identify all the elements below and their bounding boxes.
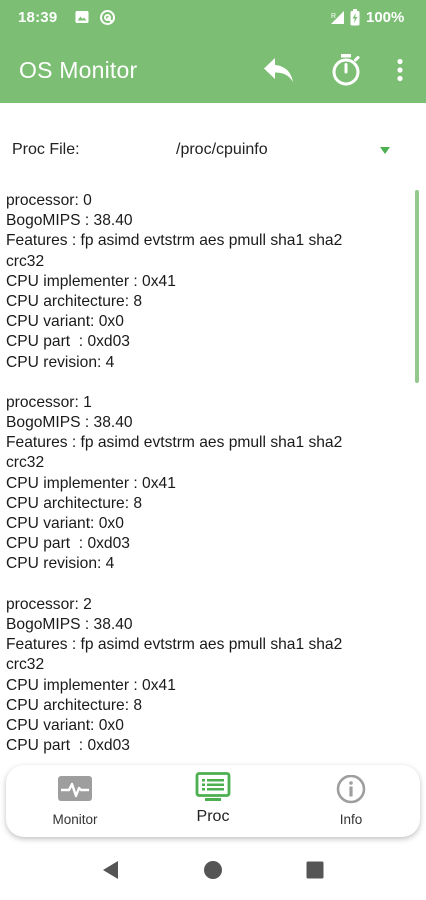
system-back-button[interactable] — [99, 858, 123, 882]
proc-line: CPU revision: 4 — [6, 353, 115, 371]
proc-line: crc32 — [6, 252, 45, 270]
proc-line: BogoMIPS : 38.40 — [6, 212, 133, 230]
proc-line: CPU implementer : 0x41 — [6, 474, 176, 492]
proc-line: CPU variant: 0x0 — [6, 515, 124, 532]
info-icon — [336, 775, 366, 804]
blank-line — [6, 575, 342, 595]
proc-file-label: Proc File: — [12, 141, 80, 158]
nav-item-monitor[interactable]: Monitor — [6, 765, 144, 837]
proc-line: CPU architecture: 8 — [6, 494, 143, 512]
back-triangle-icon — [103, 861, 118, 879]
proc-line: Features : fp asimd evtstrm aes pmull sh… — [6, 636, 343, 654]
recents-square-icon — [306, 861, 324, 879]
more-vert-icon — [397, 58, 403, 82]
nav-label-proc: Proc — [196, 808, 230, 825]
proc-line: CPU revision: 4 — [6, 555, 115, 573]
proc-line: CPU architecture: 8 — [6, 696, 143, 714]
blank-line — [6, 373, 342, 393]
timer-icon — [332, 54, 360, 86]
svg-text:R: R — [331, 13, 336, 20]
signal-icon: R — [331, 11, 344, 24]
nav-item-info[interactable]: Info — [282, 765, 420, 837]
proc-line: CPU implementer : 0x41 — [6, 272, 176, 290]
app-title: OS Monitor — [19, 57, 138, 83]
proc-line: CPU implementer : 0x41 — [6, 676, 176, 694]
sync-notification-icon — [100, 10, 115, 25]
proc-line: crc32 — [6, 656, 45, 674]
dropdown-arrow-icon — [380, 147, 390, 154]
proc-line: CPU variant: 0x0 — [6, 716, 124, 734]
nav-item-proc[interactable]: Proc — [144, 765, 282, 837]
more-options-button[interactable] — [380, 50, 420, 90]
proc-line: processor: 2 — [6, 595, 92, 613]
battery-percentage: 100% — [366, 9, 405, 26]
battery-charging-icon — [350, 9, 360, 26]
status-time: 18:39 — [18, 9, 58, 26]
monitor-heartbeat-icon — [58, 776, 92, 801]
proc-line: processor: 1 — [6, 393, 92, 411]
proc-list-icon — [195, 772, 231, 801]
proc-line: processor: 0 — [6, 192, 92, 209]
proc-line: CPU part : 0xd03 — [6, 333, 130, 351]
proc-line: CPU part : 0xd03 — [6, 737, 130, 755]
bottom-navigation: Monitor Proc Info — [6, 765, 420, 837]
proc-line: CPU variant: 0x0 — [6, 313, 124, 331]
proc-file-row: Proc File: /proc/cpuinfo — [0, 130, 426, 170]
timer-button[interactable] — [326, 50, 366, 90]
system-home-button[interactable] — [201, 858, 225, 882]
proc-line: Features : fp asimd evtstrm aes pmull sh… — [6, 232, 343, 250]
content-scrollbar[interactable] — [415, 190, 419, 383]
back-button[interactable] — [259, 50, 299, 90]
proc-line: BogoMIPS : 38.40 — [6, 414, 133, 432]
system-recents-button[interactable] — [303, 858, 327, 882]
system-navigation-bar — [0, 840, 426, 900]
proc-file-dropdown[interactable]: /proc/cpuinfo — [150, 130, 400, 170]
proc-line: CPU part : 0xd03 — [6, 535, 130, 553]
proc-line: Features : fp asimd evtstrm aes pmull sh… — [6, 434, 343, 452]
home-circle-icon — [204, 861, 222, 879]
proc-line: crc32 — [6, 454, 45, 472]
proc-line: CPU architecture: 8 — [6, 292, 143, 310]
nav-label-monitor: Monitor — [52, 812, 98, 827]
status-bar: 18:39 R 100% — [0, 0, 426, 36]
proc-file-selected: /proc/cpuinfo — [176, 141, 268, 158]
nav-label-info: Info — [339, 812, 363, 827]
app-bar: OS Monitor — [0, 36, 426, 103]
image-notification-icon — [75, 11, 89, 23]
proc-line: BogoMIPS : 38.40 — [6, 615, 133, 633]
reply-icon — [264, 58, 293, 82]
